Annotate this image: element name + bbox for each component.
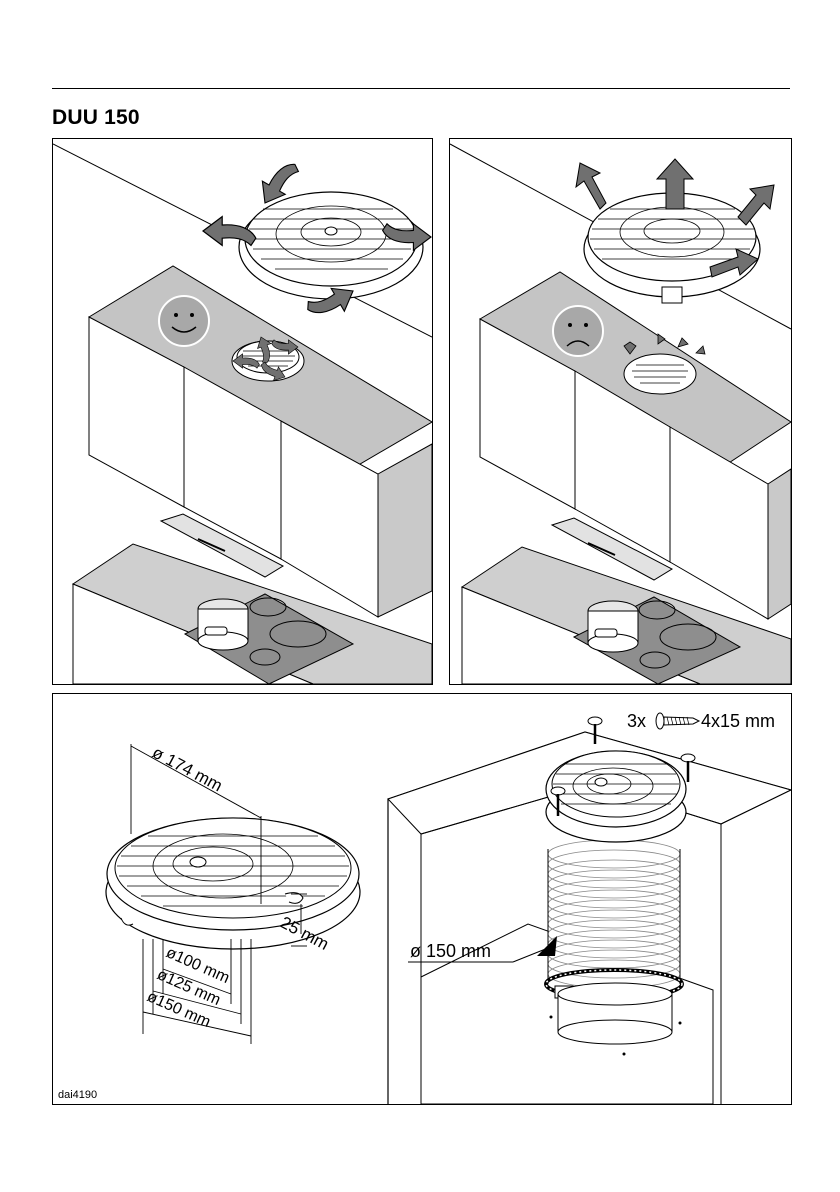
page-title: DUU 150	[52, 106, 140, 130]
installation-scene: ø 150 mm 3x 4x	[388, 711, 791, 1104]
figure-id: dai4190	[58, 1089, 97, 1101]
screw-size: 4x15 mm	[701, 711, 775, 731]
illustration-incorrect-airflow	[449, 138, 792, 685]
dimension-duct-diameter: ø 150 mm	[410, 941, 491, 961]
illustration-dimensions-installation: ø 174 mm 25 mm ø100 mm ø125 mm ø150 mm	[52, 693, 792, 1105]
grille-dimensioned	[106, 818, 360, 949]
dimension-outer-diameter: ø 174 mm	[149, 743, 225, 796]
screw-diagram-icon	[656, 713, 699, 729]
screw-count: 3x	[627, 711, 646, 731]
illustration-correct-airflow	[52, 138, 433, 685]
top-rule	[52, 88, 790, 89]
